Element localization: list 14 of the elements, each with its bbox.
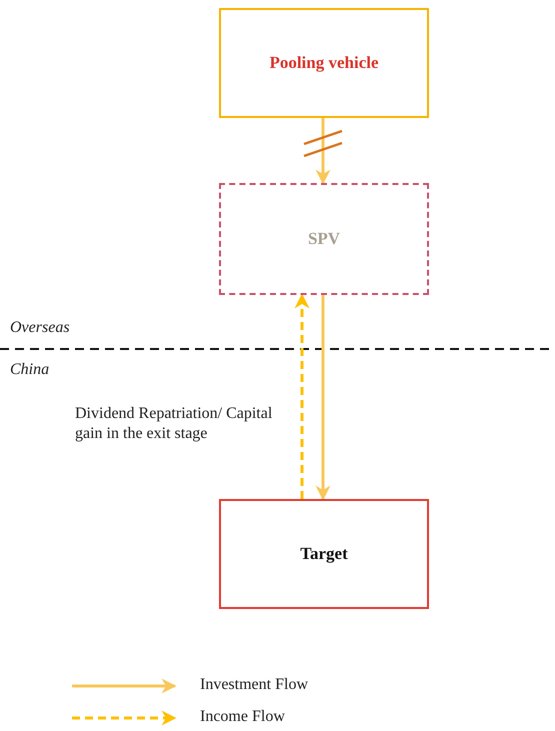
node-label: Pooling vehicle [269, 53, 379, 73]
arrow [316, 295, 330, 500]
dashed-box [219, 183, 429, 295]
node-label: SPV [308, 229, 340, 249]
legend-label: Investment Flow [200, 675, 308, 695]
legend-label: Income Flow [200, 707, 285, 727]
arrow [316, 118, 330, 184]
region-label: China [10, 360, 50, 380]
entity-box [219, 8, 429, 118]
region-label: Overseas [10, 318, 70, 338]
entity-box [219, 499, 429, 609]
dashed-arrow [294, 294, 310, 499]
edge-label: Dividend Repatriation/ Capital gain in the exit stage [75, 404, 274, 444]
node-label: Target [300, 544, 348, 564]
